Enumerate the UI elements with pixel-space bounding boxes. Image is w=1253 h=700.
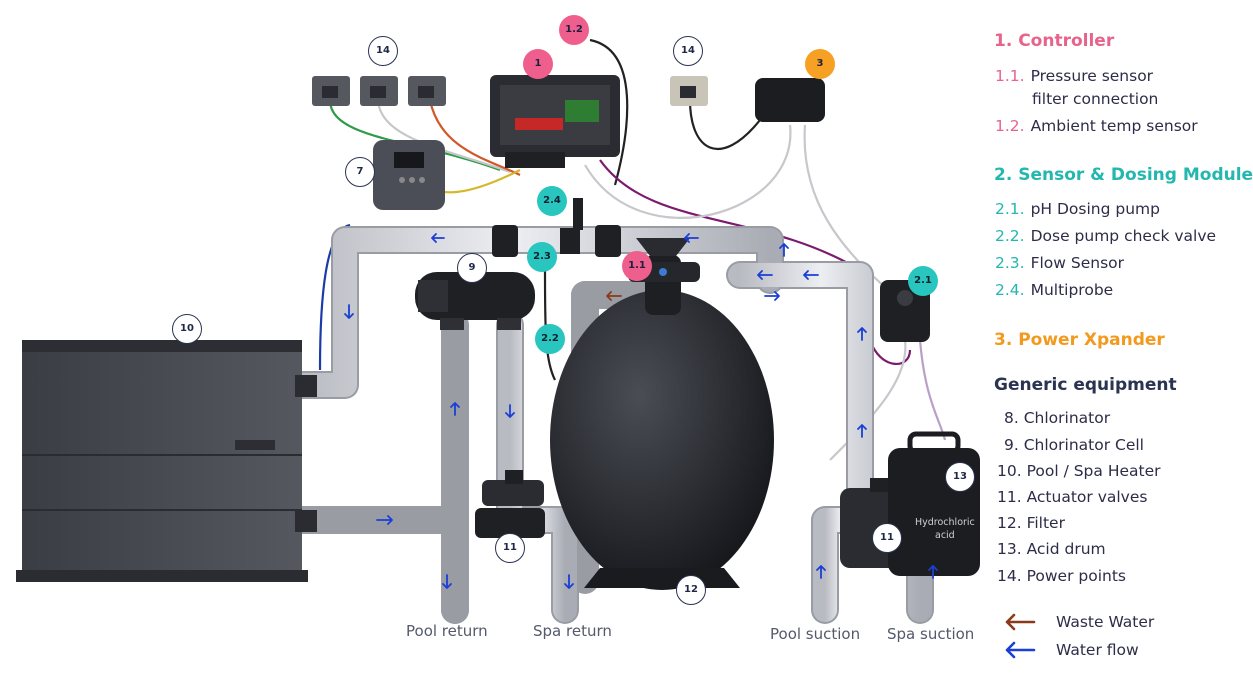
legend-item-ph-pump: 2.1.pH Dosing pump — [995, 200, 1160, 218]
badge-multiprobe: 2.4 — [537, 186, 567, 216]
water-flow-arrow-icon — [1005, 641, 1036, 659]
legend-item-actuator-valves: 11. Actuator valves — [997, 488, 1148, 506]
power-points — [312, 76, 708, 106]
ph-dosing-pump — [880, 280, 930, 342]
legend-item-chlorinator: 8. Chlorinator — [1004, 409, 1111, 427]
badge-ph-dosing-pump: 2.1 — [908, 266, 938, 296]
badge-chlorinator: 7 — [345, 157, 375, 187]
pool-suction-label: Pool suction — [770, 625, 861, 643]
badge-chlorinator-cell: 9 — [457, 253, 487, 283]
legend-item-filter: 12. Filter — [997, 514, 1065, 532]
legend-item-flow-sensor: 2.3.Flow Sensor — [995, 254, 1125, 272]
legend-item-acid-drum: 13. Acid drum — [997, 540, 1106, 558]
pool-spa-heater — [16, 340, 317, 582]
legend-item-check-valve: 2.2.Dose pump check valve — [995, 227, 1217, 245]
legend-waste-water: Waste Water — [1056, 613, 1155, 631]
legend-item-power-points: 14. Power points — [997, 567, 1126, 585]
actuator-valves — [475, 470, 902, 568]
controller-unit — [490, 75, 620, 168]
badge-check-valve: 2.2 — [535, 324, 565, 354]
badge-power-point-2: 14 — [673, 36, 703, 66]
legend-water-flow: Water flow — [1056, 641, 1139, 659]
legend-arrows — [1005, 613, 1036, 659]
legend-item-pressure-sensor-cont: filter connection — [1032, 90, 1159, 108]
legend-item-ambient-sensor: 1.2.Ambient temp sensor — [995, 117, 1198, 135]
legend-sensor-title: 2. Sensor & Dosing Module — [994, 165, 1253, 185]
power-xpander — [755, 78, 825, 122]
badge-power-xpander: 3 — [805, 49, 835, 79]
chlorinator — [373, 140, 445, 210]
badge-actuator-valve-2: 11 — [872, 523, 902, 553]
badge-actuator-valve-1: 11 — [495, 533, 525, 563]
legend-item-chlorinator-cell: 9. Chlorinator Cell — [1004, 436, 1144, 454]
drum-label-line1: Hydrochloric — [915, 517, 975, 528]
spa-suction-label: Spa suction — [887, 625, 975, 643]
pool-return-label: Pool return — [406, 622, 488, 640]
legend-generic-title: Generic equipment — [994, 375, 1177, 395]
flow-arrows — [344, 233, 938, 589]
badge-controller: 1 — [523, 49, 553, 79]
drum-label-line2: acid — [935, 530, 955, 541]
legend-item-multiprobe: 2.4.Multiprobe — [995, 281, 1114, 299]
badge-acid-drum: 13 — [945, 462, 975, 492]
badge-heater: 10 — [172, 314, 202, 344]
flow-sensor-assembly — [492, 198, 621, 257]
legend-controller-title: 1. Controller — [994, 31, 1115, 51]
acid-drum — [888, 431, 980, 576]
badge-flow-sensor: 2.3 — [527, 242, 557, 272]
legend-power-title: 3. Power Xpander — [994, 330, 1165, 350]
badge-power-points: 14 — [368, 36, 398, 66]
legend-item-pressure-sensor: 1.1.Pressure sensor — [995, 67, 1154, 85]
badge-filter: 12 — [676, 575, 706, 605]
legend-item-heater: 10. Pool / Spa Heater — [997, 462, 1161, 480]
waste-water-arrow-icon — [1005, 613, 1036, 631]
spa-return-label: Spa return — [533, 622, 612, 640]
chlorinator-cell — [415, 272, 535, 330]
badge-ambient-sensor: 1.2 — [559, 15, 589, 45]
badge-pressure-sensor: 1.1 — [622, 251, 652, 281]
